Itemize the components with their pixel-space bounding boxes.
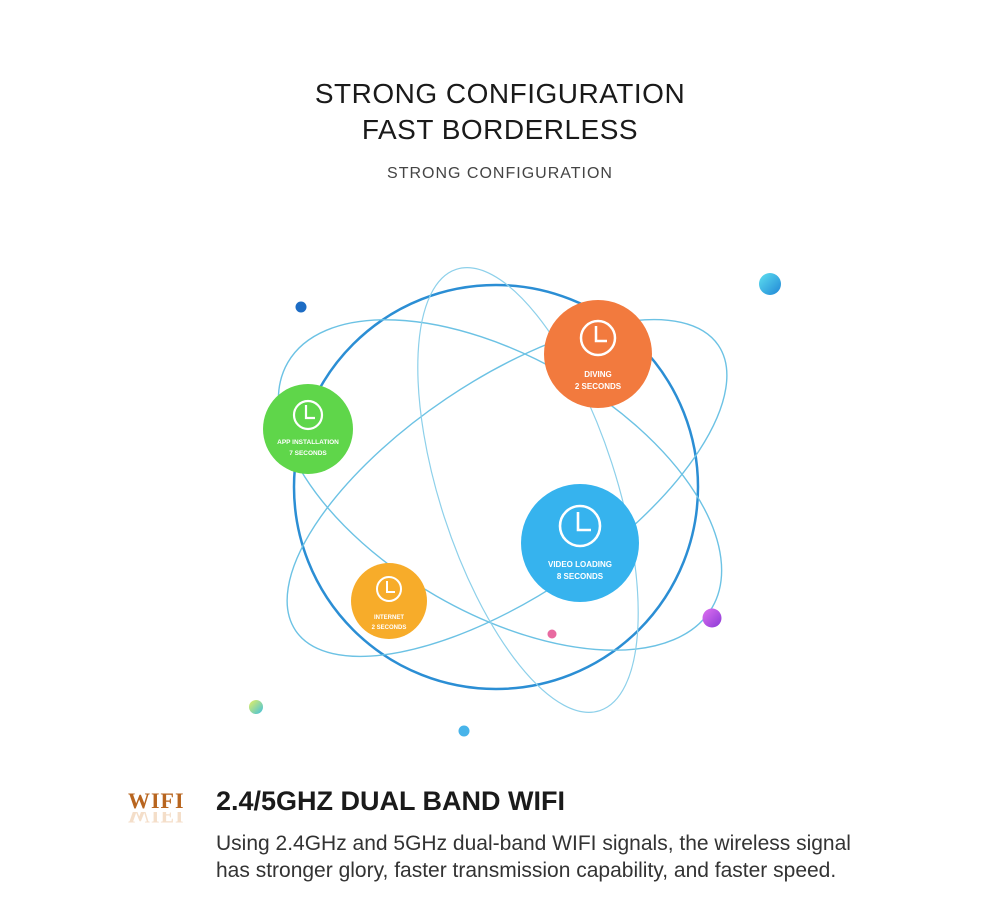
orbit-diagram: DIVING 2 SECONDS APP INSTALLATION 7 SECO… (249, 267, 781, 737)
node-internet-time: 2 SECONDS (372, 625, 407, 631)
dot-top-left (295, 301, 307, 313)
clock-icon (558, 504, 602, 548)
clock-icon (292, 399, 324, 431)
wifi-logo: WIFI WIFI (128, 790, 190, 830)
dot-bottom (458, 725, 470, 737)
orbit-ellipse-3 (417, 267, 639, 713)
node-diving-time: 2 SECONDS (575, 382, 622, 391)
page-title-line-1: STRONG CONFIGURATION (314, 78, 686, 109)
clock-icon (376, 576, 402, 602)
page-subtitle: STRONG CONFIGURATION (387, 165, 613, 182)
node-internet-label: INTERNET (374, 615, 404, 621)
orbit-ellipse-1 (277, 319, 723, 651)
feature-description: Using 2.4GHz and 5GHz dual-band WIFI sig… (216, 832, 851, 882)
main-orbit-ring (292, 283, 700, 691)
node-diving: DIVING 2 SECONDS (544, 300, 652, 408)
clock-icon (579, 319, 617, 357)
dot-pink (547, 629, 557, 639)
node-diving-label: DIVING (584, 370, 612, 379)
wifi-logo-text: WIFI (128, 788, 185, 813)
node-video-loading-label: VIDEO LOADING (548, 560, 612, 569)
node-app-installation-label: APP INSTALLATION (277, 439, 339, 446)
node-video-loading: VIDEO LOADING 8 SECONDS (521, 484, 639, 602)
node-app-installation: APP INSTALLATION 7 SECONDS (263, 384, 353, 474)
orb-bottom-left (249, 700, 263, 714)
orb-top-right (759, 273, 781, 295)
orb-right-purple (702, 608, 722, 628)
wifi-logo-reflection: WIFI (128, 812, 185, 826)
node-app-installation-time: 7 SECONDS (289, 450, 327, 457)
node-video-loading-time: 8 SECONDS (557, 572, 604, 581)
feature-title: 2.4/5GHZ DUAL BAND WIFI (216, 786, 566, 816)
orbit-rings (277, 267, 728, 713)
page-title-line-2: FAST BORDERLESS (361, 114, 639, 145)
node-internet: INTERNET 2 SECONDS (351, 563, 427, 639)
node-video-loading-circle (521, 484, 639, 602)
